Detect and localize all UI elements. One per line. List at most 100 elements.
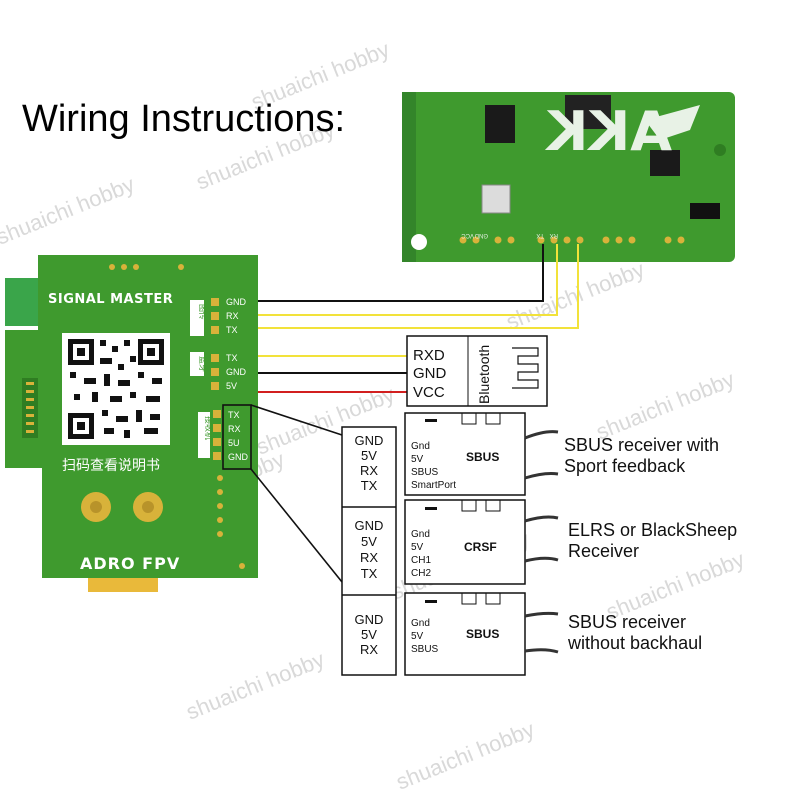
vtx-mount-hole bbox=[714, 144, 726, 156]
vtx-chip-main bbox=[565, 95, 611, 129]
fpv-pin-label: TX bbox=[226, 325, 238, 335]
module-pin-label: CH1 bbox=[411, 555, 431, 566]
bluetooth-antenna-trace bbox=[512, 347, 539, 389]
vtx-board: AKK TX RX VCC GND bbox=[402, 92, 735, 262]
module-pin-label: Gnd bbox=[411, 618, 430, 629]
fpv-pin-label: RX bbox=[228, 424, 241, 434]
module-pin-label: Gnd bbox=[411, 529, 430, 540]
fpv-gold-pad-center bbox=[90, 501, 102, 513]
bluetooth-label: Bluetooth bbox=[476, 345, 492, 404]
fpv-header-pins bbox=[26, 382, 34, 433]
module-pin-label: 5V bbox=[411, 631, 424, 642]
connector-pin-label: RX bbox=[360, 463, 378, 478]
connector-pin-label: GND bbox=[355, 612, 384, 627]
connector-pin-label: TX bbox=[361, 478, 378, 493]
fpv-pin-group-receiver: 接收机 TX RX 5U GND bbox=[198, 404, 252, 470]
watermark-text: shuaichi hobby bbox=[593, 366, 738, 444]
fpv-pin-label: GND bbox=[226, 297, 247, 307]
fpv-board-name: SIGNAL MASTER bbox=[48, 292, 173, 307]
fpv-pin-label: GND bbox=[226, 367, 247, 377]
module-pin-label: SBUS bbox=[411, 644, 439, 655]
vtx-diode bbox=[690, 203, 720, 219]
fpv-gold-pad-center bbox=[142, 501, 154, 513]
qr-caption: 扫码查看说明书 bbox=[62, 457, 160, 473]
receiver-module-sbus-plain: Gnd 5V SBUS SBUS bbox=[404, 592, 559, 676]
vtx-pin-label: VCC bbox=[461, 232, 474, 238]
module-pin-label: Gnd bbox=[411, 441, 430, 452]
pin-group-tag: 蓝牙 bbox=[198, 356, 208, 372]
vtx-chip bbox=[485, 105, 515, 143]
wire-receiver-fan-top bbox=[250, 404, 343, 436]
fpv-top-pads bbox=[109, 264, 184, 270]
receiver-antenna bbox=[524, 556, 559, 563]
vtx-switch bbox=[481, 184, 511, 214]
fpv-pin-label: TX bbox=[228, 410, 240, 420]
receiver-description: SBUS receiver with bbox=[564, 435, 719, 455]
fpv-pin-group-bluetooth: 蓝牙 TX GND 5V bbox=[190, 352, 247, 391]
fpv-small-pads bbox=[217, 475, 245, 569]
connector-pin-label: 5V bbox=[361, 627, 377, 642]
connector-pin-label: 5V bbox=[361, 534, 377, 549]
connector-pin-label: GND bbox=[355, 518, 384, 533]
fpv-pin-label: 5U bbox=[228, 438, 240, 448]
receiver-antenna bbox=[524, 430, 559, 440]
vtx-pin-label: GND bbox=[474, 232, 488, 238]
vtx-pin-labels: TX RX VCC GND bbox=[461, 232, 558, 238]
connector-pin-label: GND bbox=[355, 433, 384, 448]
fpv-board: SIGNAL MASTER 扫码查看说明书 bbox=[5, 255, 258, 592]
receiver-antenna bbox=[524, 648, 559, 654]
watermark-text: shuaichi hobby bbox=[393, 716, 538, 794]
module-pin-label: SBUS bbox=[411, 467, 439, 478]
module-title: CRSF bbox=[464, 540, 497, 554]
fpv-model-name: ADRO FPV bbox=[80, 554, 180, 573]
fpv-pin-label: TX bbox=[226, 353, 238, 363]
vtx-header-pads bbox=[459, 236, 685, 244]
receiver-description: ELRS or BlackSheep bbox=[568, 520, 737, 540]
receiver-description: without backhaul bbox=[567, 633, 702, 653]
watermark-text: shuaichi hobby bbox=[183, 646, 328, 724]
receiver-descriptions: SBUS receiver with Sport feedback ELRS o… bbox=[564, 435, 737, 653]
wires bbox=[250, 244, 579, 583]
receiver-antenna bbox=[524, 611, 559, 618]
receiver-antenna bbox=[524, 515, 559, 523]
vtx-chip-small bbox=[650, 150, 680, 176]
bluetooth-pin-label: RXD bbox=[413, 347, 445, 364]
vtx-pin-label: RX bbox=[550, 232, 558, 238]
vtx-pin-label: TX bbox=[536, 232, 544, 238]
vtx-brand-logo: AKK bbox=[544, 100, 672, 163]
module-title: SBUS bbox=[466, 627, 499, 641]
receiver-description: SBUS receiver bbox=[568, 612, 686, 632]
watermark-text: shuaichi hobby bbox=[0, 171, 138, 249]
wire-receiver-fan-bottom bbox=[250, 468, 343, 583]
bluetooth-pin-label: VCC bbox=[413, 384, 445, 401]
connector-pin-label: TX bbox=[361, 566, 378, 581]
module-pin-label: 5V bbox=[411, 454, 424, 465]
receiver-module-crsf: Gnd 5V CH1 CH2 CRSF bbox=[404, 499, 559, 585]
receiver-antenna bbox=[524, 472, 559, 480]
wire-vtx-gnd bbox=[258, 244, 544, 302]
connector-pin-label: 5V bbox=[361, 448, 377, 463]
wire-vtx-tx bbox=[258, 244, 579, 329]
connector-pin-label: RX bbox=[360, 550, 378, 565]
bluetooth-pin-label: GND bbox=[413, 365, 447, 382]
module-pin-label: CH2 bbox=[411, 568, 431, 579]
module-pin-label: 5V bbox=[411, 542, 424, 553]
wire-vtx-rx bbox=[258, 244, 558, 316]
vtx-mount-hole bbox=[411, 234, 427, 250]
receiver-connectors: GND 5V RX TX GND 5V RX TX GND 5V RX bbox=[341, 426, 397, 676]
pin-group-tag: 接收机 bbox=[204, 416, 214, 440]
receiver-description: Receiver bbox=[568, 541, 639, 561]
watermark-text: shuaichi hobby bbox=[503, 256, 648, 334]
module-title: SBUS bbox=[466, 450, 499, 464]
pin-group-tag: 图传 bbox=[198, 304, 208, 320]
vtx-pcb-edge bbox=[402, 92, 416, 262]
fpv-pin-label: 5V bbox=[226, 381, 237, 391]
connector-pin-label: RX bbox=[360, 642, 378, 657]
vtx-logo-mark bbox=[645, 105, 700, 140]
receiver-description: Sport feedback bbox=[564, 456, 686, 476]
qr-code bbox=[62, 333, 170, 445]
receiver-module-sbus-sport: Gnd 5V SBUS SmartPort SBUS bbox=[404, 412, 559, 496]
module-pin-label: SmartPort bbox=[411, 480, 456, 491]
